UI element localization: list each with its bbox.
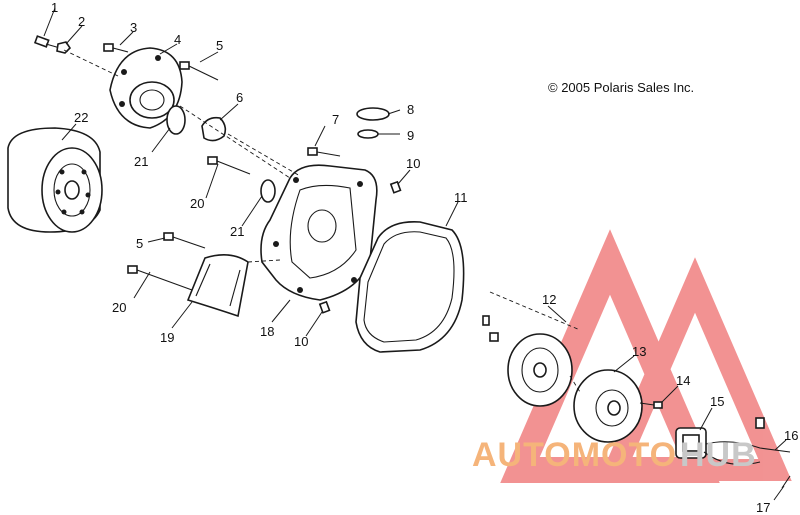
copyright-text: © 2005 Polaris Sales Inc. <box>548 80 694 95</box>
washer-part-9 <box>357 129 379 139</box>
stator <box>573 369 643 443</box>
watermark-text: AUTOMOTO HUB <box>472 436 757 474</box>
callout-numbers: 1 2 3 4 5 6 7 8 9 10 11 12 13 14 15 16 1… <box>51 0 798 515</box>
dowel-part-10-upper <box>389 180 402 194</box>
leader-lines <box>43 7 787 501</box>
plug-part-8 <box>356 107 390 121</box>
callout-16: 16 <box>784 428 798 443</box>
callout-21-lower: 21 <box>230 224 244 239</box>
callout-2: 2 <box>78 14 85 29</box>
callout-11: 11 <box>454 190 468 205</box>
watermark-text-orange: AUTOMOTO <box>472 436 677 474</box>
screw-part-14 <box>639 401 663 409</box>
callout-22: 22 <box>74 110 88 125</box>
bolt-part-20-lower <box>127 265 193 291</box>
callout-3: 3 <box>130 20 137 35</box>
callout-6: 6 <box>236 90 243 105</box>
callout-17: 17 <box>756 500 770 515</box>
pickup-coil <box>675 417 791 465</box>
screw-part-17 <box>781 475 791 489</box>
callout-10-upper: 10 <box>406 156 420 171</box>
dowel-part-10-lower <box>318 300 331 314</box>
callout-10-lower: 10 <box>294 334 308 349</box>
crankcase-cover <box>260 164 378 301</box>
callout-20-lower: 20 <box>112 300 126 315</box>
callout-21-upper: 21 <box>134 154 148 169</box>
callout-18: 18 <box>260 324 274 339</box>
callout-4: 4 <box>174 32 181 47</box>
callout-5-lower: 5 <box>136 236 143 251</box>
bolt-part-3 <box>103 43 129 53</box>
callout-12: 12 <box>542 292 556 307</box>
bolt-part-5-lower <box>163 232 206 249</box>
callout-1: 1 <box>51 0 58 15</box>
flywheel-rotor <box>507 333 573 407</box>
callout-13: 13 <box>632 344 646 359</box>
callout-15: 15 <box>710 394 724 409</box>
bolt-part-20-upper <box>207 156 251 175</box>
watermark-text-gray: HUB <box>680 436 757 474</box>
key-part-12 <box>482 315 490 326</box>
o-ring-lower <box>260 179 276 203</box>
oil-pump-cover <box>109 47 183 129</box>
cover-gasket-inner <box>363 231 455 343</box>
guard-plate <box>186 254 249 318</box>
nut-part-2 <box>56 41 72 54</box>
bolt-part-1 <box>33 35 61 49</box>
callout-19: 19 <box>160 330 174 345</box>
callout-20-upper: 20 <box>190 196 204 211</box>
gasket-part-6 <box>201 116 227 142</box>
spacer-part-12 <box>489 332 499 342</box>
bolt-part-7 <box>307 147 341 157</box>
callout-9: 9 <box>407 128 414 143</box>
callout-5-upper: 5 <box>216 38 223 53</box>
callout-7: 7 <box>332 112 339 127</box>
oil-filter <box>7 127 103 233</box>
cover-gasket <box>355 221 465 353</box>
alignment-lines <box>63 49 581 393</box>
callout-8: 8 <box>407 102 414 117</box>
o-ring-upper <box>166 105 186 135</box>
callout-14: 14 <box>676 373 690 388</box>
bolt-part-5-upper <box>179 61 219 81</box>
